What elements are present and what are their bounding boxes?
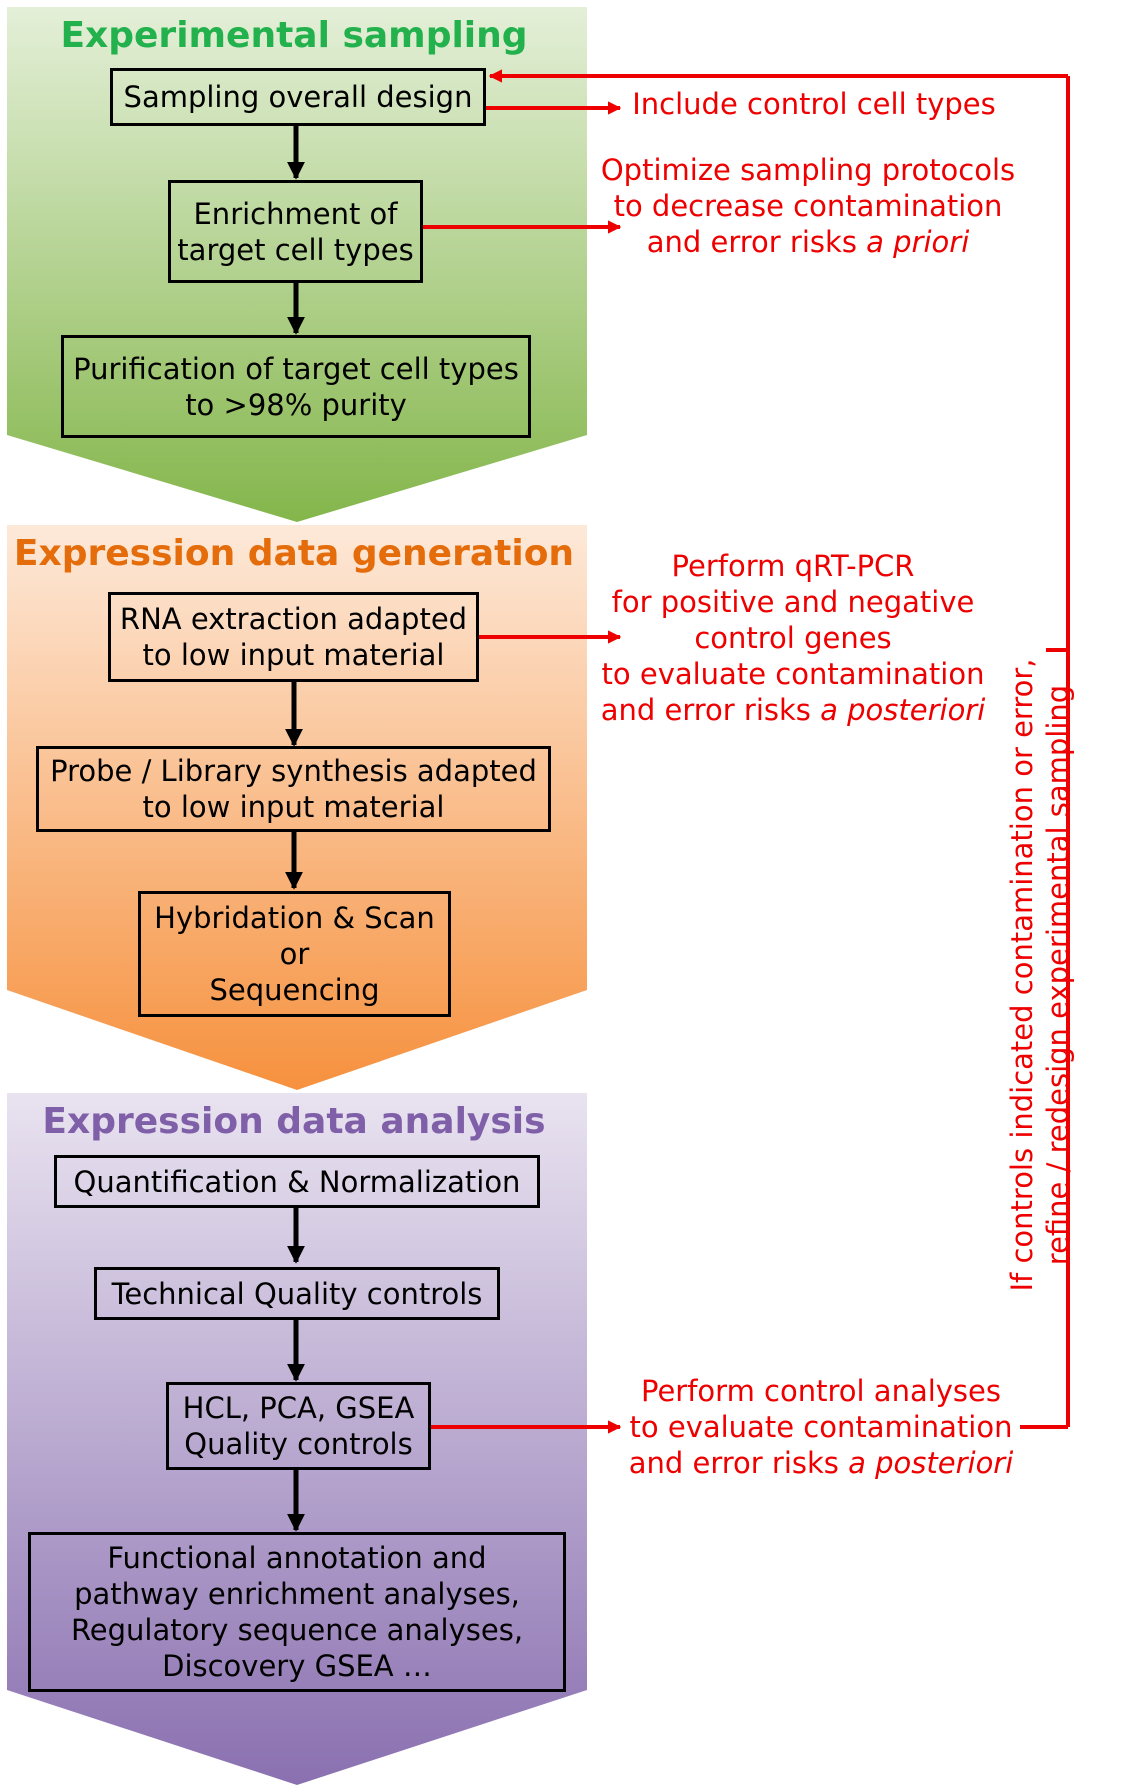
box-hcl-pca-gsea: HCL, PCA, GSEA Quality controls xyxy=(166,1382,431,1470)
note-arrows xyxy=(423,101,622,1434)
stage-chevron-analysis xyxy=(7,1093,587,1785)
note-optimize-sampling: Optimize sampling protocols to decrease … xyxy=(600,153,1016,259)
stage-title-generation: Expression data generation xyxy=(13,533,575,574)
stage-chevron-generation xyxy=(7,525,587,1090)
stage-chevron-sampling xyxy=(7,7,587,522)
stage-title-analysis: Expression data analysis xyxy=(42,1101,546,1142)
box-hybridation: Hybridation & Scan or Sequencing xyxy=(138,891,451,1017)
box-purification: Purification of target cell types to >98… xyxy=(61,335,531,438)
stage-title-sampling: Experimental sampling xyxy=(60,15,528,56)
note-qrt-pcr: Perform qRT-PCR for positive and negativ… xyxy=(600,549,986,727)
feedback-loop xyxy=(488,69,1070,1429)
box-library-synthesis: Probe / Library synthesis adapted to low… xyxy=(36,746,551,832)
box-sampling-design: Sampling overall design xyxy=(110,68,486,126)
box-enrichment: Enrichment of target cell types xyxy=(168,180,423,283)
box-functional-annotation: Functional annotation and pathway enrich… xyxy=(28,1532,566,1692)
box-technical-qc: Technical Quality controls xyxy=(94,1267,500,1320)
box-rna-extraction: RNA extraction adapted to low input mate… xyxy=(108,592,479,682)
flow-arrows xyxy=(285,126,305,1532)
note-control-analyses: Perform control analyses to evaluate con… xyxy=(628,1374,1014,1480)
note-include-controls: Include control cell types xyxy=(632,87,996,121)
box-quantification: Quantification & Normalization xyxy=(54,1155,540,1208)
